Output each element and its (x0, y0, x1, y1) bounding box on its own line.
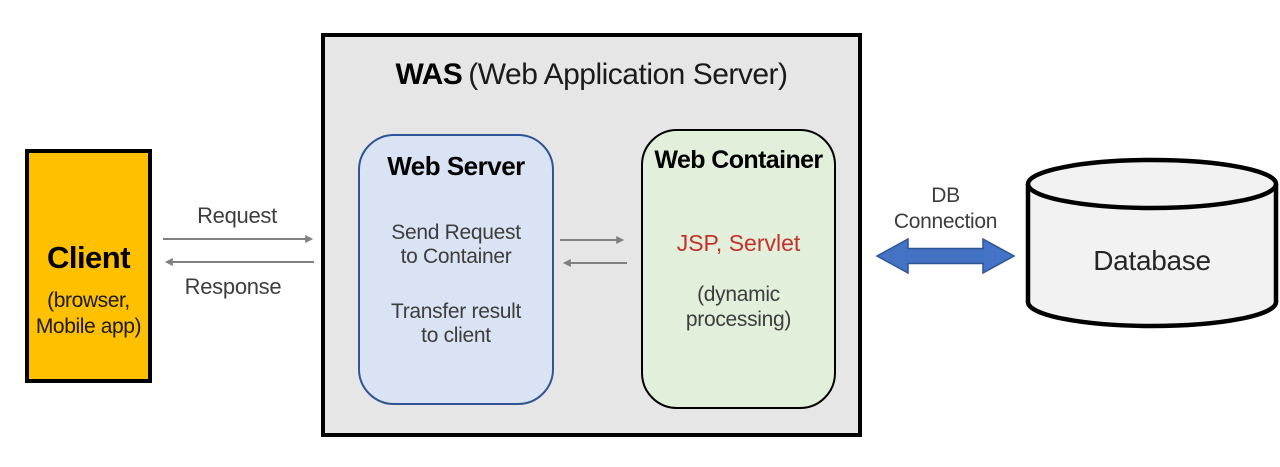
web-server-body-1: Send Request to Container (360, 221, 552, 269)
db-connection-arrow (875, 237, 1016, 275)
client-subtitle-line2: Mobile app) (35, 315, 142, 338)
was-box: WAS(Web Application Server) Web Server S… (321, 33, 862, 437)
response-label: Response (184, 274, 282, 299)
client-subtitle-line1: (browser, (47, 289, 130, 312)
web-container-body-line1: (dynamic (697, 283, 780, 306)
request-label: Request (197, 203, 277, 228)
web-container-box: Web Container JSP, Servlet (dynamic proc… (641, 129, 836, 409)
web-container-body-line2: processing) (685, 308, 792, 331)
web-server-body-line1: Send Request (391, 221, 521, 244)
db-connection-label-line1: DB (931, 184, 960, 207)
web-server-body-line3: Transfer result (390, 300, 522, 323)
was-title: WAS(Web Application Server) (325, 56, 858, 94)
web-server-box: Web Server Send Request to Container Tra… (358, 134, 554, 405)
web-container-title: Web Container (654, 146, 823, 174)
web-container-body: (dynamic processing) (643, 282, 834, 332)
client-title: Client (46, 240, 131, 275)
jsp-servlet-text: JSP, Servlet (676, 230, 801, 256)
web-server-body-2: Transfer result to client (360, 300, 552, 348)
database-label: Database (1093, 245, 1211, 276)
db-connection-label: DB Connection (878, 183, 1013, 235)
web-server-body-line2: to Container (400, 245, 512, 268)
was-title-expansion: (Web Application Server) (468, 58, 788, 91)
db-connection-label-line2: Connection (893, 210, 998, 233)
database-cylinder-icon (1025, 157, 1279, 329)
was-title-acronym: WAS (395, 58, 463, 91)
database-node: Database (1023, 156, 1280, 332)
client-box: Client (browser, Mobile app) (25, 149, 152, 383)
web-server-body-line4: to client (421, 324, 491, 347)
web-server-title: Web Server (387, 151, 525, 181)
